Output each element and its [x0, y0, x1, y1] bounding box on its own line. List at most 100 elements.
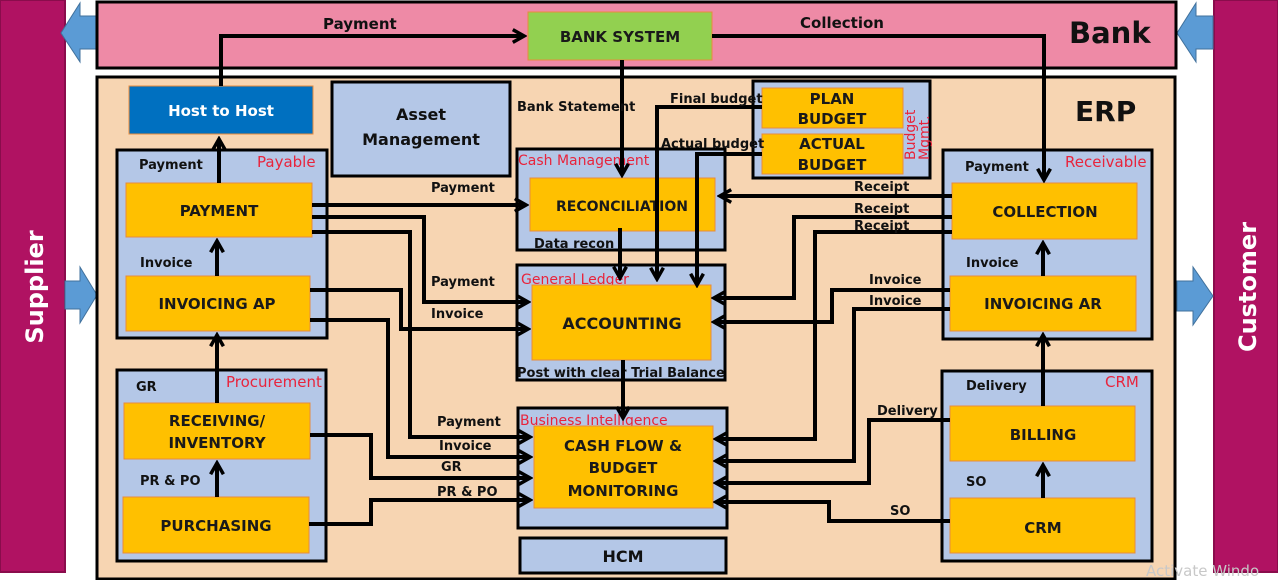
actual-budget-box[interactable]: ACTUAL BUDGET	[761, 133, 904, 175]
invoicing-ar-box[interactable]: INVOICING AR	[949, 275, 1137, 332]
reconciliation-label: RECONCILIATION	[556, 199, 688, 215]
receipt-label-1: Receipt	[854, 180, 909, 195]
flow-labels: Bank Statement Final budget Actual budge…	[431, 92, 938, 519]
connectors	[217, 36, 1044, 526]
payment-to-recon-label: Payment	[431, 181, 495, 196]
crm-module: CRM Delivery SO BILLING CRM	[940, 369, 1154, 563]
erp-title: ERP	[1075, 95, 1136, 128]
budget-mgmt-title-line1: Budget	[903, 109, 919, 160]
payment-to-bi-label: Payment	[437, 415, 501, 430]
cash-flow-line1: CASH FLOW &	[564, 437, 682, 455]
reconciliation-box[interactable]: RECONCILIATION	[529, 177, 716, 232]
receipt-to-accounting-connector	[714, 215, 952, 298]
cash-flow-line3: MONITORING	[568, 482, 679, 500]
payment-to-bank-connector	[219, 36, 524, 86]
hcm-box[interactable]: HCM	[518, 536, 728, 575]
invoice-ar-label-2: Invoice	[869, 294, 922, 309]
invoicing-ap-to-accounting-connector	[310, 288, 528, 329]
invoicing-ar-label: INVOICING AR	[984, 295, 1102, 313]
supplier-label: Supplier	[21, 230, 49, 343]
cash-flow-line2: BUDGET	[589, 459, 659, 477]
asset-management-line1: Asset	[396, 105, 446, 124]
procurement-gr-label: GR	[136, 380, 157, 395]
gr-to-bi-label: GR	[441, 460, 462, 475]
invoice-ar-label-1: Invoice	[869, 273, 922, 288]
bank-to-customer-arrow-icon	[1176, 1, 1214, 64]
payment-box-label: PAYMENT	[180, 202, 259, 220]
activate-windows-watermark: Activate Windo	[1146, 562, 1260, 580]
payable-payment-label: Payment	[139, 158, 203, 173]
crm-box-label: CRM	[1024, 519, 1062, 537]
invoicing-ap-to-bi-connector	[310, 318, 530, 457]
plan-budget-box[interactable]: PLAN BUDGET	[761, 87, 904, 129]
supplier-to-erp-arrow-icon	[64, 265, 98, 325]
customer-label: Customer	[1234, 222, 1262, 352]
payment-to-accounting-connector	[312, 215, 528, 302]
receipt-label-3: Receipt	[854, 219, 909, 234]
crm-so-label: SO	[966, 475, 986, 490]
payment-to-bi-connector	[312, 230, 530, 437]
purchasing-label: PURCHASING	[160, 517, 271, 535]
so-to-bi-label: SO	[890, 504, 910, 519]
payment-to-gl-label: Payment	[431, 275, 495, 290]
hcm-label: HCM	[602, 547, 643, 566]
delivery-to-bi-label: Delivery	[877, 404, 938, 419]
invoicing-ar-to-bi-connector	[716, 307, 950, 461]
payable-invoice-label: Invoice	[140, 256, 193, 271]
payable-module: Payable Payment Invoice PAYMENT INVOICIN…	[115, 148, 329, 340]
procurement-title: Procurement	[226, 373, 322, 391]
accounting-label: ACCOUNTING	[562, 314, 681, 333]
receivable-module: Receivable Payment Invoice COLLECTION IN…	[941, 148, 1154, 341]
cash-flow-budget-monitoring-box[interactable]: CASH FLOW & BUDGET MONITORING	[533, 425, 714, 509]
final-budget-connector	[657, 105, 762, 279]
supplier-panel: Supplier	[0, 0, 66, 573]
bank-statement-label: Bank Statement	[517, 100, 635, 115]
host-to-host-label: Host to Host	[168, 102, 274, 120]
business-intelligence-module: Business Intelligence CASH FLOW & BUDGET…	[516, 406, 729, 530]
collection-box[interactable]: COLLECTION	[951, 182, 1138, 240]
budget-mgmt-title-line2: Mgmt.	[917, 115, 933, 160]
crm-to-bi-connector	[716, 502, 950, 523]
receiving-inventory-box[interactable]: RECEIVING/ INVENTORY	[123, 402, 311, 460]
purchasing-box[interactable]: PURCHASING	[122, 496, 310, 554]
crm-title: CRM	[1105, 373, 1139, 391]
invoice-to-bi-label: Invoice	[439, 439, 492, 454]
invoicing-ap-box[interactable]: INVOICING AP	[125, 275, 311, 332]
invoicing-ar-to-accounting-connector	[714, 288, 950, 322]
receiving-inventory-line1: RECEIVING/	[169, 412, 266, 430]
actual-budget-line1: ACTUAL	[799, 135, 865, 153]
actual-budget-connector	[697, 152, 762, 285]
billing-to-bi-connector	[716, 418, 950, 483]
asset-management-line2: Management	[362, 130, 480, 149]
bank-system-box[interactable]: BANK SYSTEM	[527, 11, 713, 61]
collection-label: COLLECTION	[992, 203, 1097, 221]
procurement-prpo-label: PR & PO	[140, 474, 201, 489]
crm-delivery-label: Delivery	[966, 379, 1027, 394]
general-ledger-title: General Ledger	[521, 272, 629, 288]
receiving-inventory-line2: INVENTORY	[168, 434, 266, 452]
collection-flow-label: Collection	[800, 14, 884, 32]
actual-budget-line2: BUDGET	[798, 156, 868, 174]
data-recon-label: Data recon	[534, 237, 614, 252]
invoicing-ap-label: INVOICING AP	[158, 295, 275, 313]
plan-budget-line2: BUDGET	[798, 110, 868, 128]
payment-box[interactable]: PAYMENT	[125, 182, 313, 238]
receivable-payment-label: Payment	[965, 160, 1029, 175]
payment-flow-label: Payment	[323, 15, 397, 33]
erp-to-customer-arrow-icon	[1176, 265, 1214, 327]
receiving-to-bi-connector	[310, 433, 530, 478]
crm-box[interactable]: CRM	[949, 497, 1136, 554]
host-to-host-box[interactable]: Host to Host	[128, 85, 314, 135]
billing-box[interactable]: BILLING	[949, 405, 1136, 462]
asset-management-box[interactable]: Asset Management	[330, 80, 512, 178]
customer-panel: Customer	[1213, 0, 1278, 573]
final-budget-label: Final budget	[670, 92, 763, 107]
budget-mgmt-module: PLAN BUDGET ACTUAL BUDGET Budget Mgmt.	[751, 79, 933, 180]
accounting-box[interactable]: ACCOUNTING	[531, 284, 712, 361]
prpo-to-bi-label: PR & PO	[437, 485, 498, 500]
receivable-title: Receivable	[1065, 153, 1147, 171]
payable-title: Payable	[257, 153, 316, 171]
billing-label: BILLING	[1010, 426, 1077, 444]
procurement-module: Procurement GR PR & PO RECEIVING/ INVENT…	[115, 368, 328, 563]
